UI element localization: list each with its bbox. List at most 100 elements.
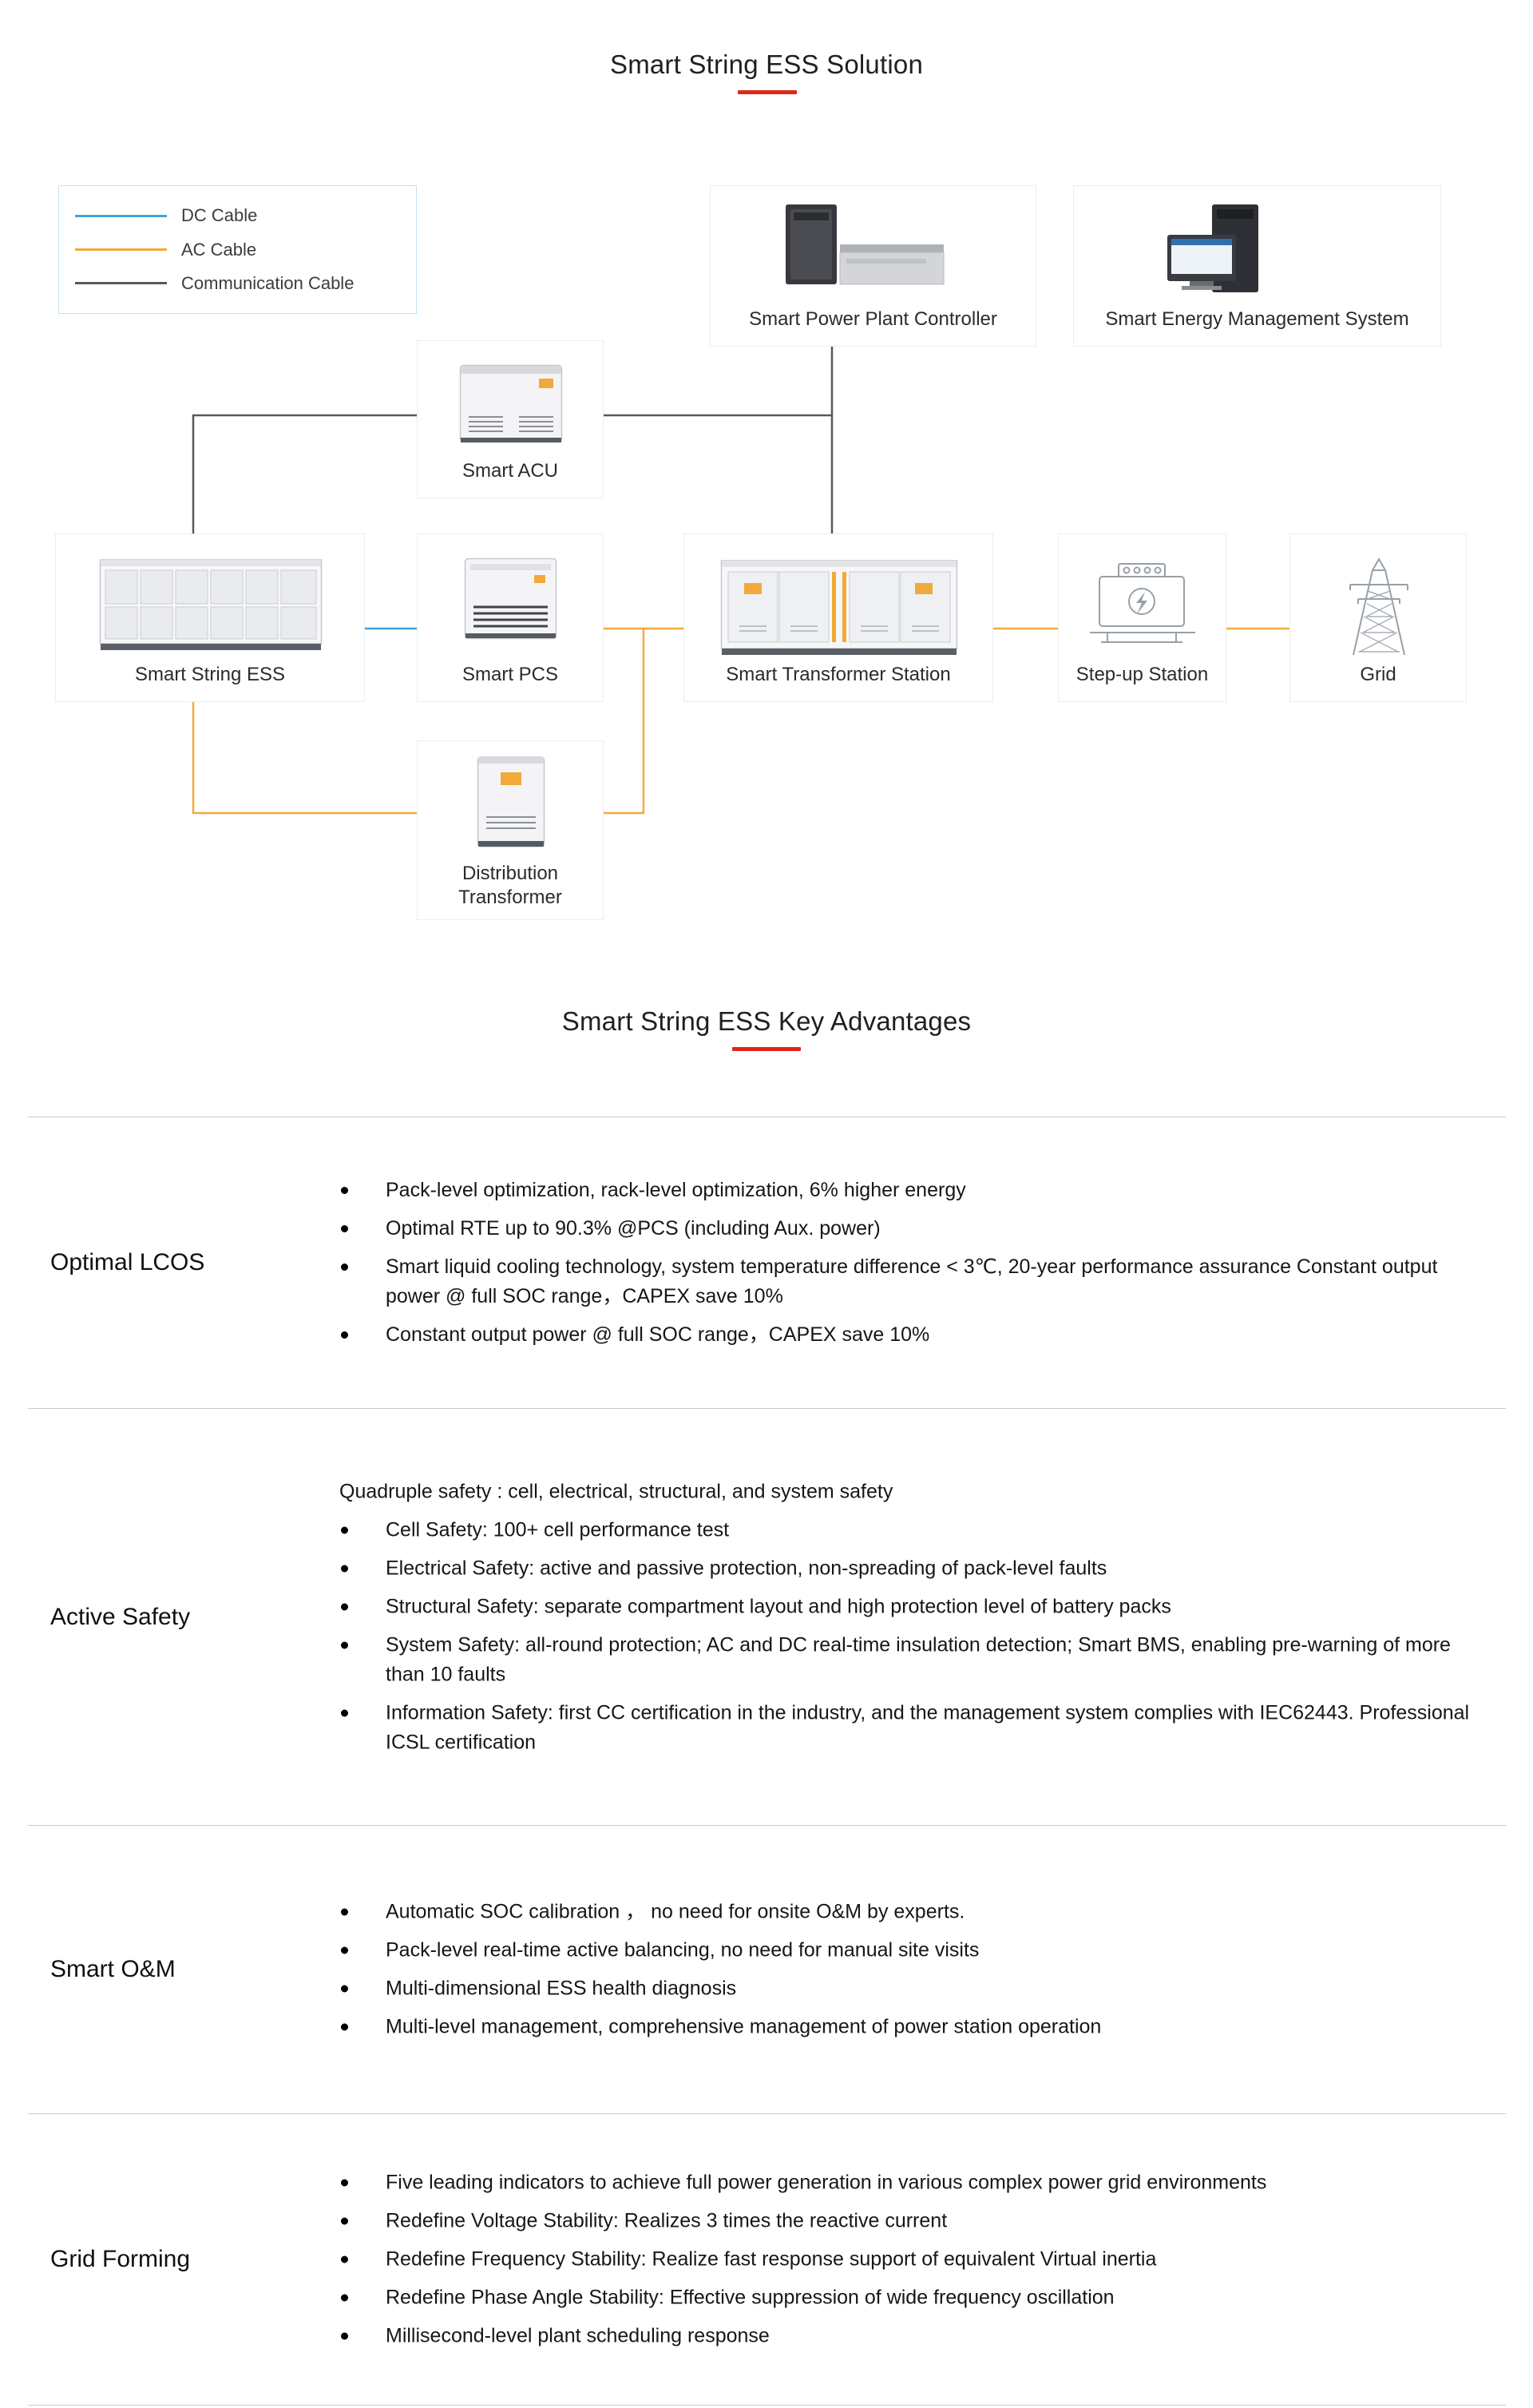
- advantage-bullet: Information Safety: first CC certificati…: [339, 1698, 1489, 1757]
- advantage-row-grid-forming: Grid Forming Five leading indicators to …: [28, 2113, 1506, 2406]
- advantage-bullet: Redefine Frequency Stability: Realize fa…: [339, 2245, 1489, 2275]
- advantage-bullet: Smart liquid cooling technology, system …: [339, 1252, 1489, 1311]
- advantage-label: Grid Forming: [50, 2246, 191, 2272]
- bullet-text: Automatic SOC calibration ， no need for …: [386, 1900, 965, 1923]
- legend-item-communication-cable: Communication Cable: [59, 273, 416, 294]
- bullet-icon: [341, 1641, 348, 1648]
- advantage-bullet-list: Automatic SOC calibration ， no need for …: [339, 1889, 1513, 2051]
- bullet-icon: [341, 1526, 348, 1533]
- node-step-up-station: Step-up Station: [1058, 534, 1226, 702]
- advantages-title: Smart String ESS Key Advantages: [561, 1006, 972, 1036]
- advantage-bullet: Structural Safety: separate compartment …: [339, 1592, 1489, 1621]
- dc-cable-line-icon: [75, 214, 167, 217]
- bullet-icon: [341, 1985, 348, 1993]
- bullet-icon: [341, 1264, 348, 1271]
- node-smart-energy-management-system: Smart Energy Management System: [1073, 185, 1441, 347]
- smart-transformer-station-icon: [720, 560, 958, 655]
- node-label: Smart Transformer Station: [726, 664, 951, 685]
- legend-label-comm: Communication Cable: [181, 272, 355, 293]
- advantage-bullet: Pack-level real-time active balancing, n…: [339, 1936, 1489, 1966]
- advantage-bullet: Redefine Phase Angle Stability: Effectiv…: [339, 2283, 1489, 2313]
- node-label: Distribution Transformer: [458, 863, 562, 908]
- node-grid: Grid: [1289, 534, 1467, 702]
- advantage-bullet: Pack-level optimization, rack-level opti…: [339, 1176, 1489, 1205]
- advantage-intro: Quadruple safety : cell, electrical, str…: [339, 1477, 1489, 1506]
- bullet-icon: [341, 1225, 348, 1232]
- node-distribution-transformer: Distribution Transformer: [417, 740, 604, 920]
- smart-power-plant-controller-icon: [786, 204, 945, 285]
- advantage-bullet-list: Pack-level optimization, rack-level opti…: [339, 1167, 1513, 1359]
- node-label: Grid: [1360, 664, 1396, 685]
- advantage-row-active-safety: Active Safety Quadruple safety : cell, e…: [28, 1408, 1506, 1825]
- ac-cable-line-icon: [75, 248, 167, 251]
- bullet-text: Cell Safety: 100+ cell performance test: [386, 1518, 730, 1541]
- bullet-text: Five leading indicators to achieve full …: [386, 2171, 1267, 2194]
- bullet-icon: [341, 2023, 348, 2031]
- bullet-text: Pack-level optimization, rack-level opti…: [386, 1179, 966, 1201]
- advantage-label: Optimal LCOS: [50, 1249, 205, 1275]
- node-label: Smart Power Plant Controller: [749, 308, 997, 330]
- bullet-text: Redefine Frequency Stability: Realize fa…: [386, 2247, 1157, 2271]
- bullet-text: Smart liquid cooling technology, system …: [386, 1256, 1438, 1307]
- node-smart-acu: Smart ACU: [417, 340, 604, 498]
- bullet-icon: [341, 2217, 348, 2225]
- advantage-row-smart-om: Smart O&M Automatic SOC calibration ， no…: [28, 1825, 1506, 2113]
- advantage-bullet: Five leading indicators to achieve full …: [339, 2168, 1489, 2198]
- smart-acu-icon: [459, 364, 563, 443]
- legend-item-dc-cable: DC Cable: [59, 205, 416, 226]
- bullet-icon: [341, 1709, 348, 1716]
- node-label: Smart ACU: [461, 460, 559, 482]
- cable-legend: DC Cable AC Cable Communication Cable: [58, 185, 417, 314]
- bullet-icon: [341, 2255, 348, 2263]
- advantage-bullet-list: Five leading indicators to achieve full …: [339, 2160, 1513, 2360]
- bullet-icon: [341, 1908, 348, 1916]
- bullet-text: Structural Safety: separate compartment …: [386, 1595, 1171, 1617]
- bullet-icon: [341, 1187, 348, 1194]
- legend-label-dc: DC Cable: [181, 205, 258, 226]
- node-smart-transformer-station: Smart Transformer Station: [683, 534, 993, 702]
- bullet-icon: [341, 1946, 348, 1954]
- advantage-bullet: Automatic SOC calibration ， no need for …: [339, 1898, 1489, 1927]
- bullet-text: Multi-level management, comprehensive ma…: [386, 2015, 1102, 2038]
- advantage-row-optimal-lcos: Optimal LCOS Pack-level optimization, ra…: [28, 1117, 1506, 1408]
- cable-connections: [192, 347, 1289, 815]
- bullet-text: Constant output power @ full SOC range，C…: [386, 1323, 930, 1346]
- bullet-text: Information Safety: first CC certificati…: [386, 1701, 1470, 1753]
- advantage-bullet: Millisecond-level plant scheduling respo…: [339, 2322, 1489, 2351]
- advantage-bullet: Multi-dimensional ESS health diagnosis: [339, 1974, 1489, 2004]
- smart-pcs-icon: [464, 557, 557, 640]
- smart-energy-management-system-icon: [1167, 204, 1258, 292]
- node-label: Smart String ESS: [134, 664, 286, 685]
- bullet-text: System Safety: all-round protection; AC …: [386, 1633, 1451, 1685]
- node-label: Smart Energy Management System: [1105, 308, 1409, 330]
- solution-title: Smart String ESS Solution: [609, 50, 923, 79]
- bullet-icon: [341, 2179, 348, 2187]
- bullet-text: Optimal RTE up to 90.3% @PCS (including …: [386, 1217, 881, 1240]
- bullet-icon: [341, 1331, 348, 1339]
- bullet-text: Electrical Safety: active and passive pr…: [386, 1557, 1107, 1579]
- bullet-text: Pack-level real-time active balancing, n…: [386, 1938, 980, 1962]
- bullet-icon: [341, 1565, 348, 1572]
- bullet-text: Multi-dimensional ESS health diagnosis: [386, 1977, 737, 2000]
- bullet-text: Millisecond-level plant scheduling respo…: [386, 2324, 770, 2347]
- node-smart-string-ess: Smart String ESS: [55, 534, 365, 702]
- advantages-title-underline-icon: [732, 1047, 801, 1051]
- advantage-bullet: Constant output power @ full SOC range，C…: [339, 1320, 1489, 1350]
- intro-text: Quadruple safety : cell, electrical, str…: [339, 1480, 893, 1502]
- advantage-label: Smart O&M: [50, 1956, 176, 1982]
- node-smart-pcs: Smart PCS: [417, 534, 604, 702]
- advantage-bullet: Optimal RTE up to 90.3% @PCS (including …: [339, 1214, 1489, 1244]
- smart-string-ess-icon: [99, 559, 323, 650]
- legend-label-ac: AC Cable: [181, 239, 257, 260]
- advantage-bullet: Redefine Voltage Stability: Realizes 3 t…: [339, 2207, 1489, 2236]
- advantage-bullet: Multi-level management, comprehensive ma…: [339, 2013, 1489, 2042]
- grid-tower-icon: [1349, 557, 1408, 656]
- bullet-icon: [341, 2332, 348, 2340]
- node-label: Step-up Station: [1075, 664, 1209, 685]
- advantage-label: Active Safety: [50, 1603, 191, 1630]
- step-up-station-icon: [1090, 563, 1195, 643]
- legend-item-ac-cable: AC Cable: [59, 240, 416, 260]
- distribution-transformer-icon: [477, 756, 545, 847]
- advantage-bullet: Cell Safety: 100+ cell performance test: [339, 1515, 1489, 1545]
